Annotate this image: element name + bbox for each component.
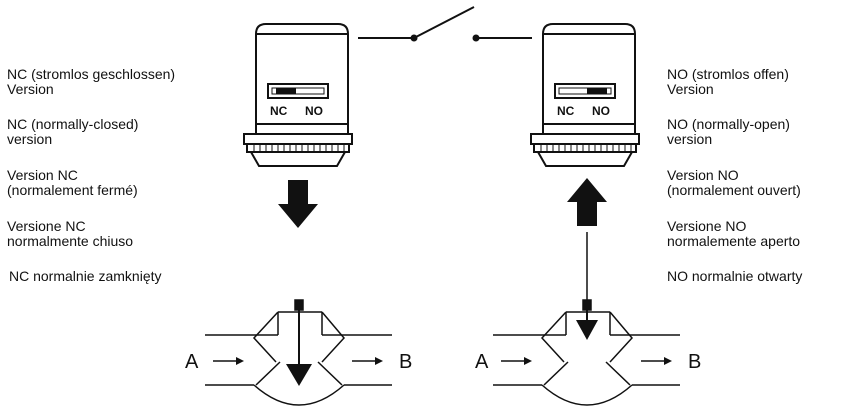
valve-inlet-label-right: A [475,351,489,373]
arrow-up-icon [567,178,607,226]
switch-symbol [358,6,532,42]
valve-plug-left [286,364,312,386]
right-label-fr: Version NO(normalement ouvert) [667,167,801,198]
switch-slider-no [587,88,607,94]
right-label-de: NO (stromlos offen)Version [667,66,789,97]
left-label-en: NC (normally-closed)version [7,116,139,147]
left-label-de: NC (stromlos geschlossen)Version [7,66,176,97]
switch-label-no-right: NO [592,104,610,118]
valve-outlet-label-right: B [688,351,701,373]
actuator-nc [243,23,353,167]
valve-outlet-label-left: B [399,351,412,373]
valve-inlet-label-left: A [185,351,199,373]
switch-slider-nc [276,88,296,94]
switch-label-nc-left: NC [270,104,288,118]
right-label-en: NO (normally-open)version [667,116,790,147]
valve-body-left [205,299,392,406]
knurled-ring [253,144,345,152]
left-label-fr: Version NC(normalement fermé) [7,167,138,198]
valve-body-right [493,232,680,406]
knurled-ring [540,144,632,152]
valve-plug-right [576,320,598,340]
switch-label-nc-right: NC [557,104,575,118]
actuator-no [530,23,640,167]
valve-flow-arrows-right [501,357,672,365]
right-label-pl: NO normalnie otwarty [667,268,803,284]
valve-flow-arrows-left [213,357,383,365]
arrow-down-icon [278,180,318,228]
switch-label-no-left: NO [305,104,323,118]
left-label-pl: NC normalnie zamknięty [9,268,162,284]
